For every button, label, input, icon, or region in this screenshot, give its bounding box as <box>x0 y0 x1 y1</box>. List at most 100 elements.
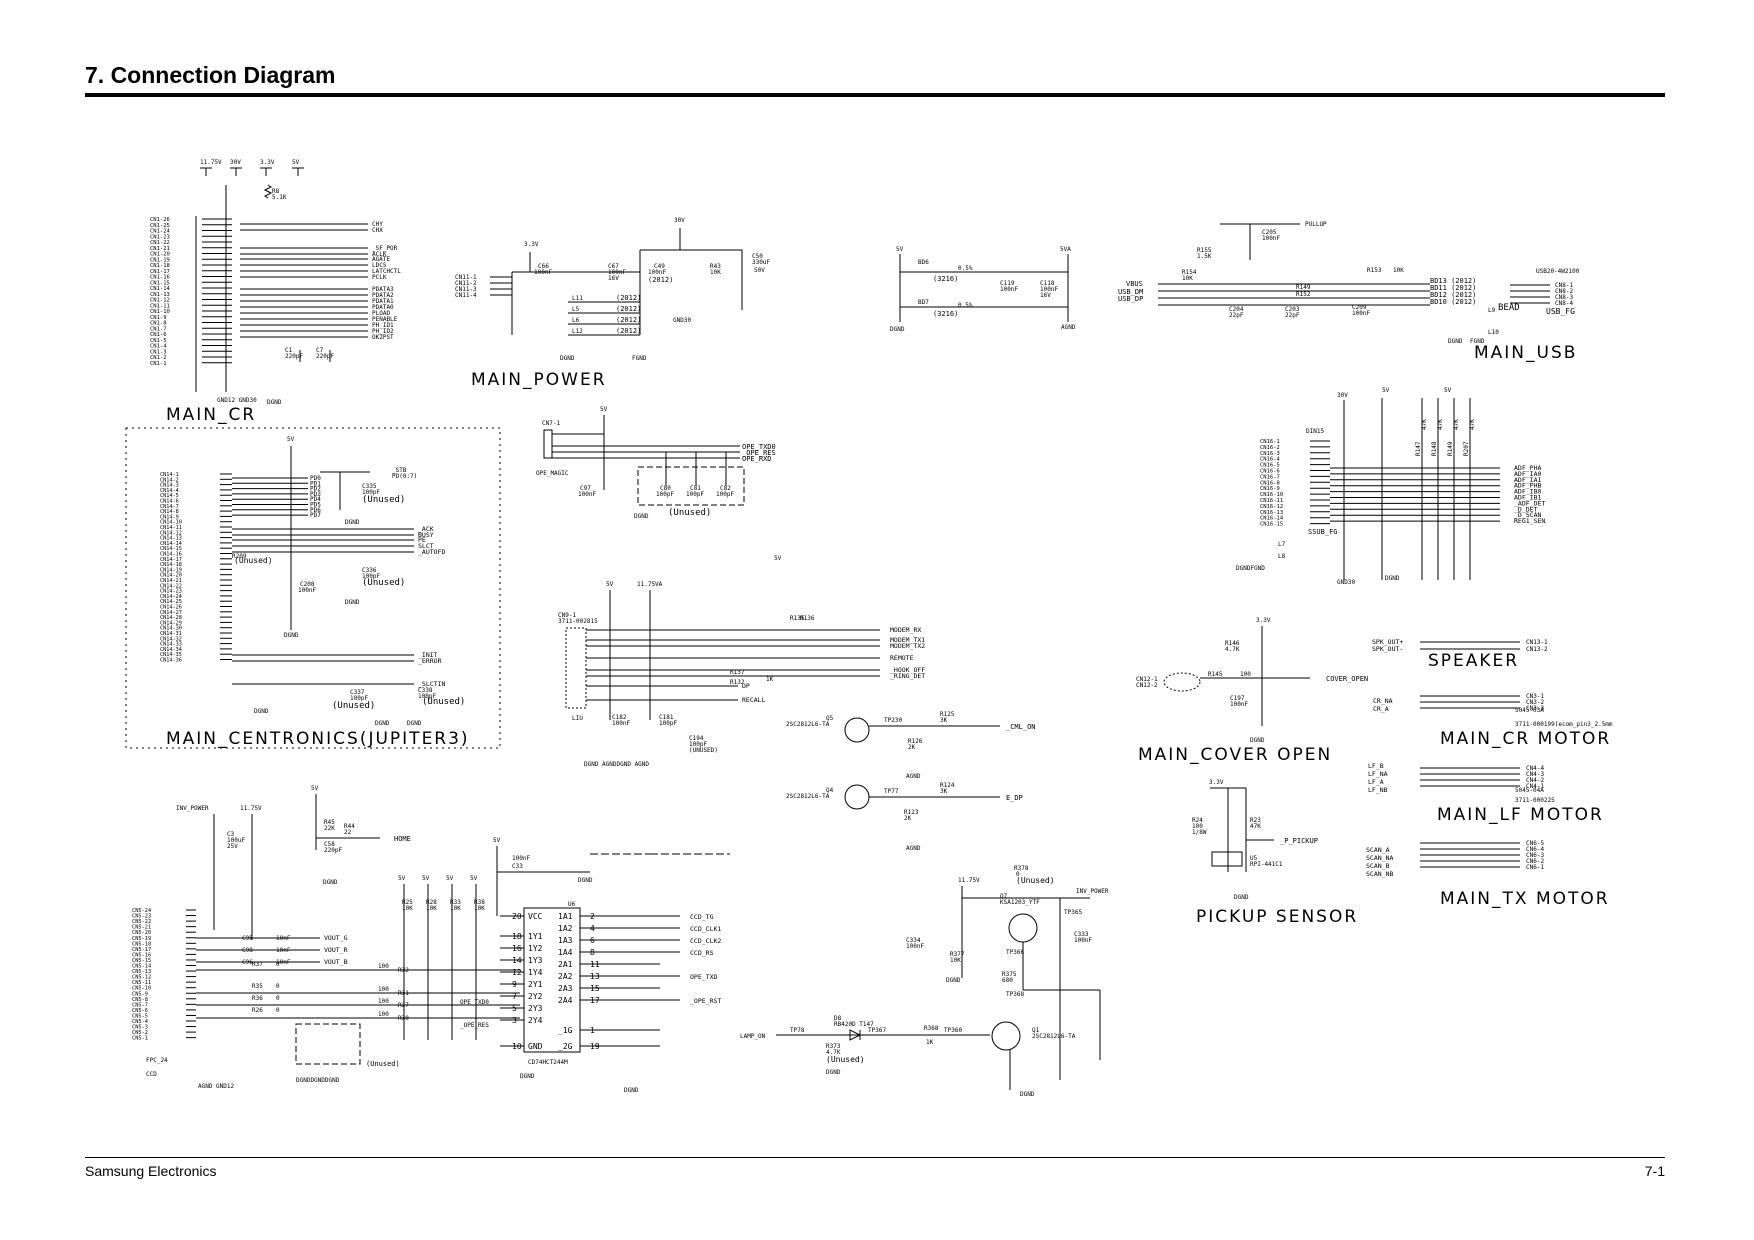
ccd-pull-val-0: 10K <box>402 905 413 912</box>
pw-ind-size-2: (2012) <box>616 316 641 324</box>
r154-label: R154 <box>1182 269 1197 276</box>
cr-pin-17: CN1-9 <box>150 315 167 321</box>
cr-pin-6: CN1-20 <box>150 252 170 258</box>
bd7-label: BD7 <box>918 299 929 306</box>
cen-sig-7: _INIT <box>418 651 438 659</box>
cr-pin-num-11: CN1-15 <box>200 283 201 284</box>
c334-label: C334 <box>906 937 921 944</box>
q4-label: Q4 <box>826 787 834 794</box>
modem-block: 5V 11.75VA 5V CN9-1 3711-002815 MODEM_RX… <box>558 555 1036 852</box>
lfm-pin-3: CN4-1 <box>1526 783 1544 790</box>
ccd-rs-3: R26 <box>252 1007 263 1014</box>
scan-pin-14: CN16-15 <box>1260 522 1283 528</box>
ccd-pin-14: CN5-10 <box>132 986 151 992</box>
scan-rail-5v-b: 5V <box>1444 387 1452 394</box>
r145-label: R145 <box>1208 671 1223 678</box>
cr-pin-0: CN1-26 <box>150 217 170 223</box>
q5-part: 2SC2812L6-TA <box>786 721 830 728</box>
cr-sig-16: OK2PST <box>372 334 394 341</box>
pw-pin-3: CN11-4 <box>455 292 477 299</box>
buf-rpin-4: 2A1 <box>558 960 573 969</box>
pickup-rail: 3.3V <box>1209 779 1224 786</box>
cen-dgnd-5: DGND <box>407 720 422 727</box>
c97-value: 100nF <box>578 491 596 498</box>
ccd-5v-2: 5V <box>446 875 454 882</box>
cr-pin-num-6: CN1-20 <box>200 255 201 256</box>
cen-sig-6: _AUTOFD <box>418 548 445 556</box>
cen-dgnd-4: DGND <box>375 720 390 727</box>
cen-pin-11: CN14-12 <box>160 530 182 536</box>
ccd-vout-1: VOUT_R <box>324 946 348 954</box>
lf-motor-part: 5045-04A <box>1515 787 1544 794</box>
tp365-label: TP365 <box>1064 909 1082 916</box>
cen-pd-5: PD5 <box>310 502 321 509</box>
power-dgnd: DGND <box>560 355 575 362</box>
cen-pin-29: CN14-30 <box>160 626 182 632</box>
cr-sig-3: ACLK <box>372 251 387 258</box>
r24-label: R24 <box>1192 817 1203 824</box>
cen-pin-16: CN14-17 <box>160 557 182 563</box>
buf-lpin-7: 2Y3 <box>528 1004 543 1013</box>
lfm-sig-2: LF_A <box>1368 778 1384 786</box>
r373-unused: (Unused) <box>826 1055 865 1064</box>
cen-pin-24: CN14-25 <box>160 599 182 605</box>
scan-pin-10: CN16-11 <box>1260 498 1283 504</box>
cen-pin-28: CN14-29 <box>160 620 182 626</box>
c197-value: 100nF <box>1230 701 1248 708</box>
c182-value: 100nF <box>612 720 630 727</box>
scan-pin-8: CN16-9 <box>1260 486 1280 492</box>
cr-sig-1: CHX <box>372 227 383 234</box>
cen-dgnd-3: DGND <box>284 632 299 639</box>
c119-label: C119 <box>1000 280 1015 287</box>
cen-pin-27: CN14-28 <box>160 615 182 621</box>
ccd-pin-15: CN5-9 <box>132 991 148 997</box>
pw-ind-2: L6 <box>572 317 580 324</box>
buf-rpin-1: 1A2 <box>558 924 573 933</box>
main-cr-label: MAIN_CR <box>166 405 256 425</box>
scan-sig-9: REG1_SEN <box>1514 517 1545 525</box>
ope-cap-val-0: 100pF <box>656 491 674 498</box>
q4-part: 2SC2812L6-TA <box>786 793 830 800</box>
bd6-tol: 0.5% <box>958 265 973 272</box>
main-usb-block: PULLUP C205 100nF R155 1.5K R154 10K R15… <box>1118 221 1580 363</box>
buf-lpin-5: 2Y1 <box>528 980 543 989</box>
c50-value: 330uF <box>752 259 770 266</box>
ope-cap-val-2: 100pF <box>716 491 734 498</box>
bead-label: BEAD <box>1498 303 1520 313</box>
cen-pin-20: CN14-21 <box>160 578 182 584</box>
cen-pin-18: CN14-19 <box>160 567 182 573</box>
cen-rail: 5V <box>287 436 295 443</box>
ope-cap-1: C81 <box>690 485 701 492</box>
buf-out-4: OPE_TXD <box>690 973 717 981</box>
ccd-pull-0: R25 <box>402 899 413 906</box>
c204-value: 22pF <box>1229 312 1244 319</box>
scan-sig-8: _D_SCAN <box>1514 511 1541 519</box>
ccd-pin-3: CN5-21 <box>132 925 151 931</box>
c3-label: C3 <box>227 831 235 838</box>
scan-res-val-1: 47K <box>1437 419 1444 430</box>
modem-rail-5v: 5V <box>606 581 614 588</box>
cr-pin-24: CN1-2 <box>150 355 167 361</box>
pw-ind-3: L12 <box>572 328 583 335</box>
modem-agnd-1: AGND <box>906 773 921 780</box>
cr-pin-num-3: CN1-23 <box>200 237 201 238</box>
modem-rail-1175va: 11.75VA <box>637 581 663 588</box>
c335-unused: (Unused) <box>362 495 405 505</box>
cr-pin-11: CN1-15 <box>150 280 170 286</box>
bd7-size: (3216) <box>933 310 958 318</box>
cen-pin-8: CN14-9 <box>160 514 179 520</box>
main-power-label: MAIN_POWER <box>471 370 607 390</box>
r24-watt: 1/8W <box>1192 829 1207 836</box>
scan-sig-4: ADF_IB0 <box>1514 488 1541 496</box>
r43-value: 10K <box>710 269 721 276</box>
cr-pin-num-2: CN1-24 <box>200 232 201 233</box>
ccd-pin-21: CN5-3 <box>132 1025 148 1031</box>
q7-label: Q7 <box>1000 893 1008 900</box>
cr-sig-5: LDCS <box>372 262 387 269</box>
lfm-sig-0: LF_B <box>1368 762 1384 770</box>
spk-sig-0: SPK_OUT+ <box>1372 638 1403 646</box>
c66-value: 100nF <box>534 269 552 276</box>
bead-agnd: AGND <box>1061 324 1076 331</box>
scan-sig-2: ADF_IA1 <box>1514 476 1541 484</box>
